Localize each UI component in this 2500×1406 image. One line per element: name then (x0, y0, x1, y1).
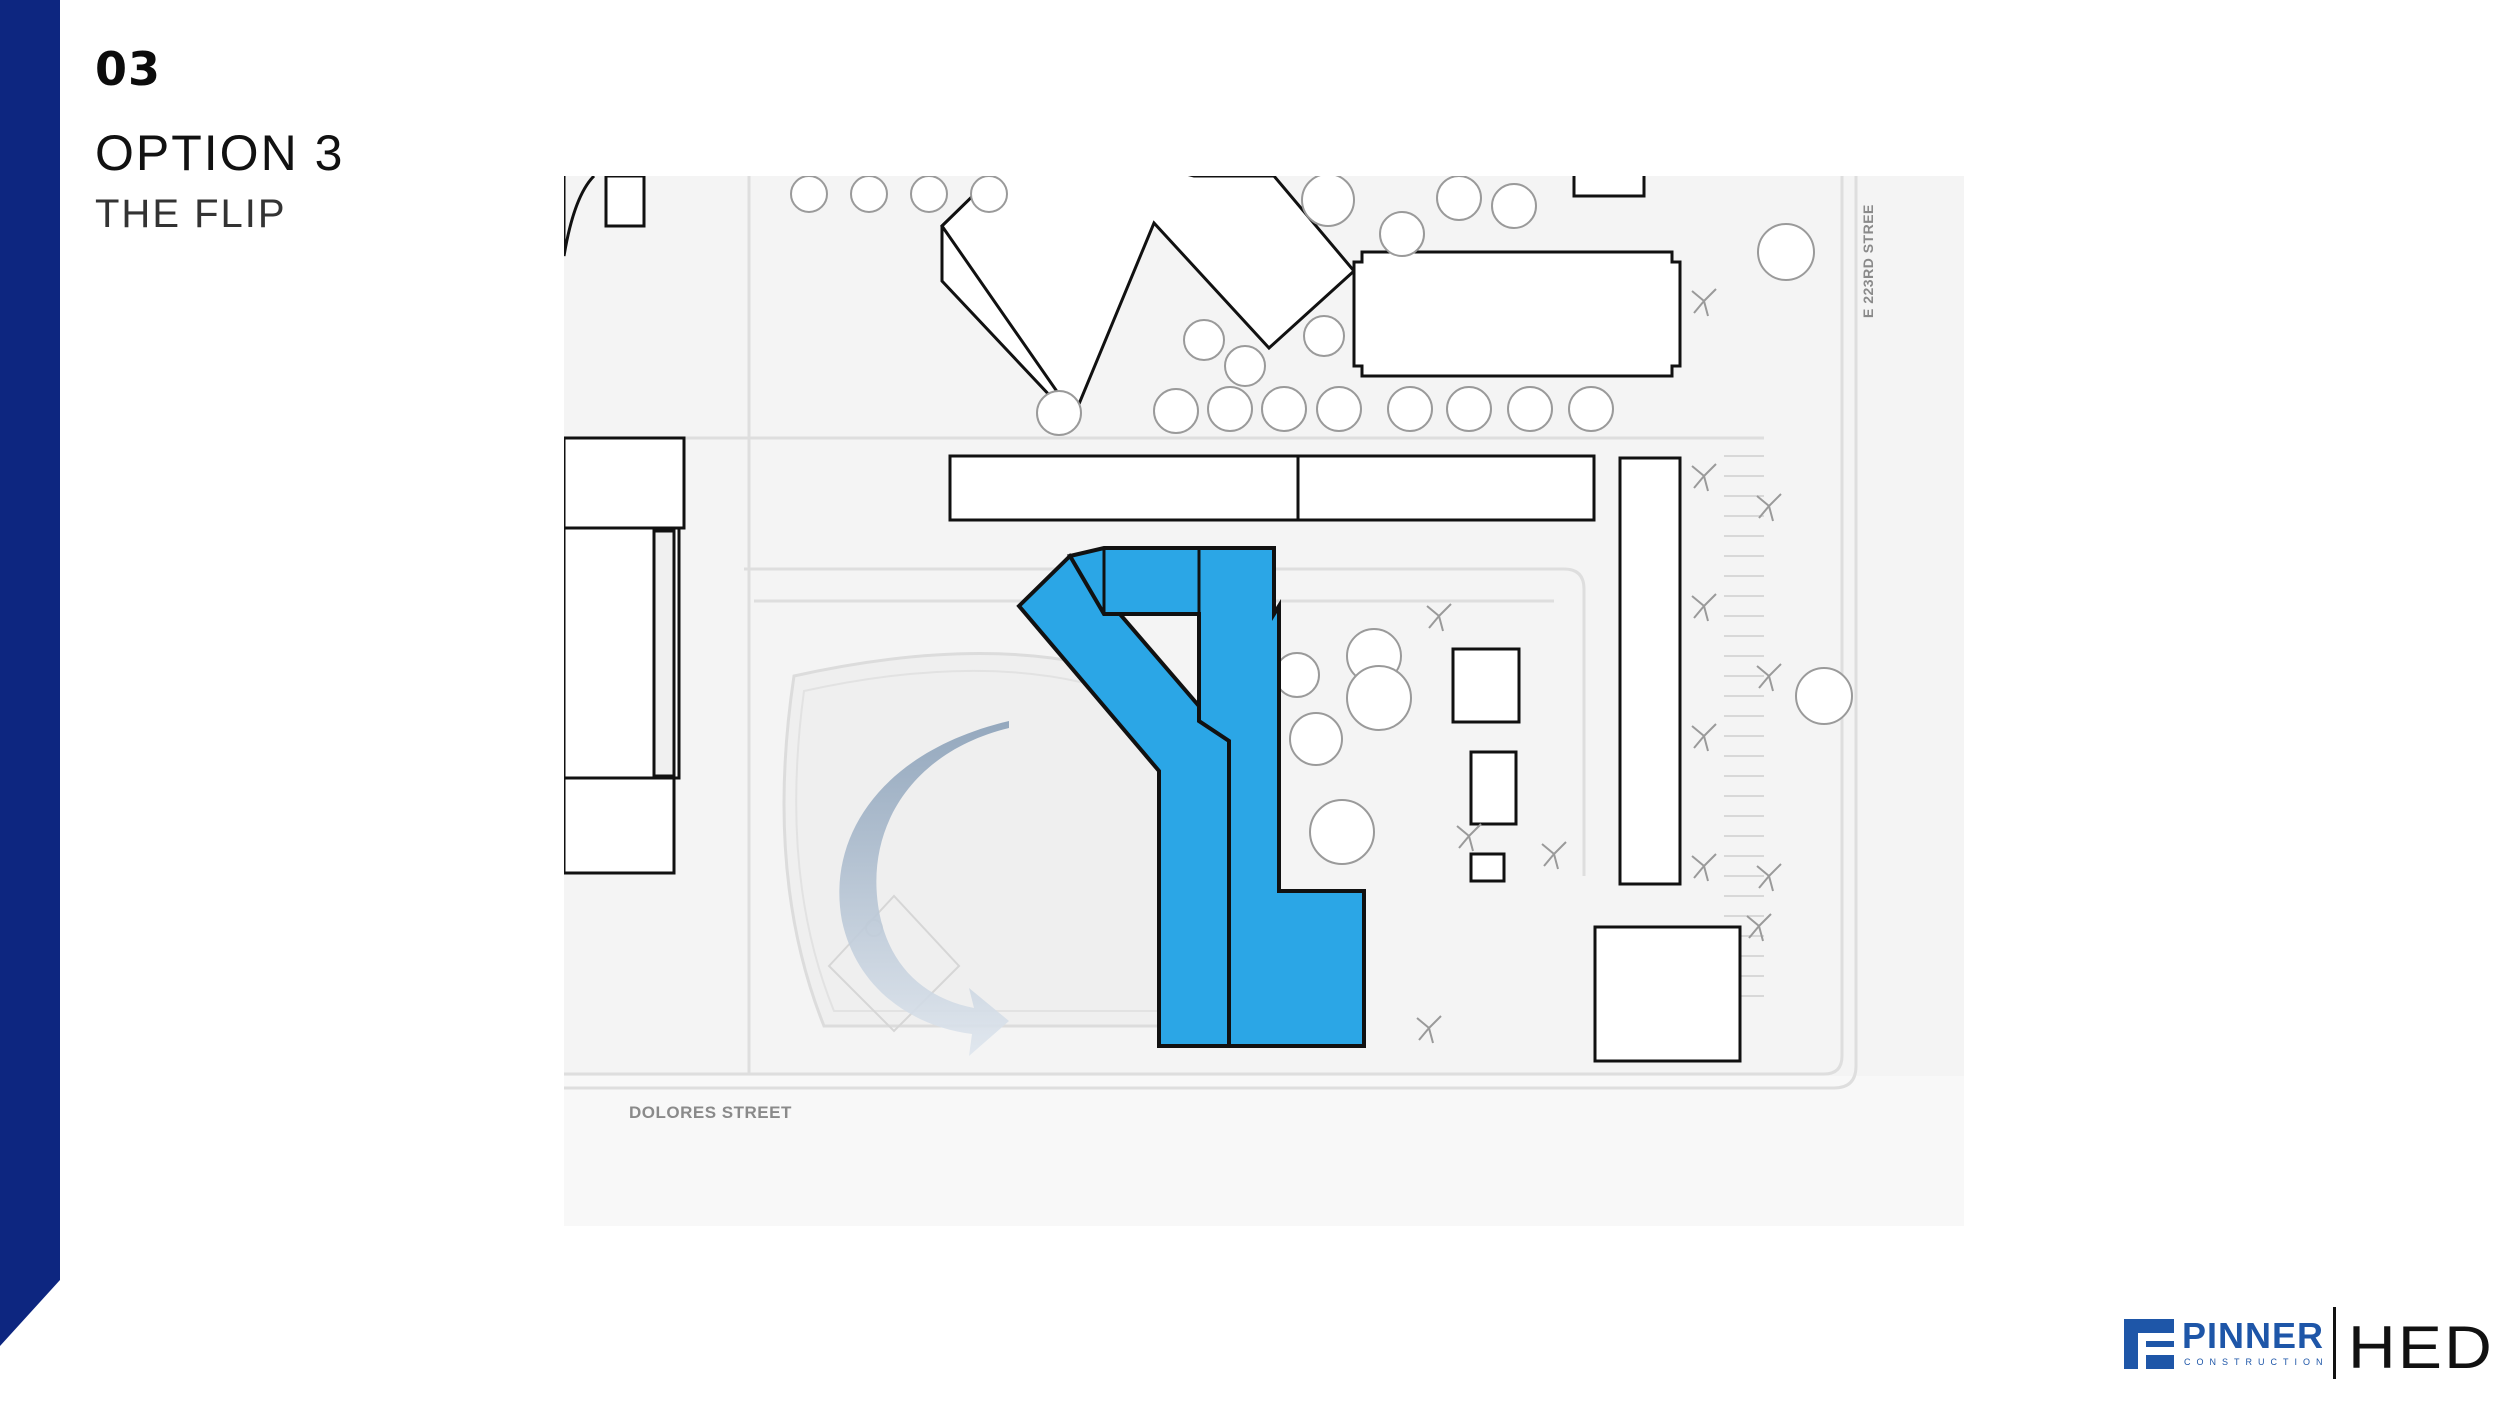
street-label-bottom: DOLORES STREET (629, 1103, 792, 1122)
existing-buildings-east (1451, 647, 1742, 1063)
proposed-building (1016, 546, 1366, 1048)
existing-buildings-north (940, 176, 1682, 886)
option-title: OPTION 3 (95, 125, 345, 181)
pinner-logo-mark-icon (2124, 1319, 2174, 1369)
hed-logo-text: HED (2348, 1314, 2494, 1381)
trees (790, 176, 1853, 865)
logo-divider (2333, 1307, 2336, 1379)
side-accent-bar (0, 0, 60, 1346)
palm-trees (1416, 288, 1782, 1044)
pinner-logo-text: PINNER (2182, 1315, 2325, 1356)
existing-buildings-west (564, 176, 686, 875)
site-plan-diagram: DOLORES STREET E 223RD STREE (564, 176, 1964, 1226)
slide-number: 03 (95, 42, 162, 96)
logo-area: PINNER CONSTRUCTION HED (2120, 1305, 2492, 1385)
street-label-right: E 223RD STREE (1860, 204, 1876, 318)
proposed-building-inner-lines (1197, 614, 1230, 743)
option-subtitle: THE FLIP (95, 192, 287, 236)
site-lower-fade (564, 1076, 1964, 1226)
pinner-logo-subtext: CONSTRUCTION (2184, 1357, 2329, 1367)
parking-stripes (1724, 455, 1764, 997)
rotate-arrow-icon (839, 721, 1009, 1056)
